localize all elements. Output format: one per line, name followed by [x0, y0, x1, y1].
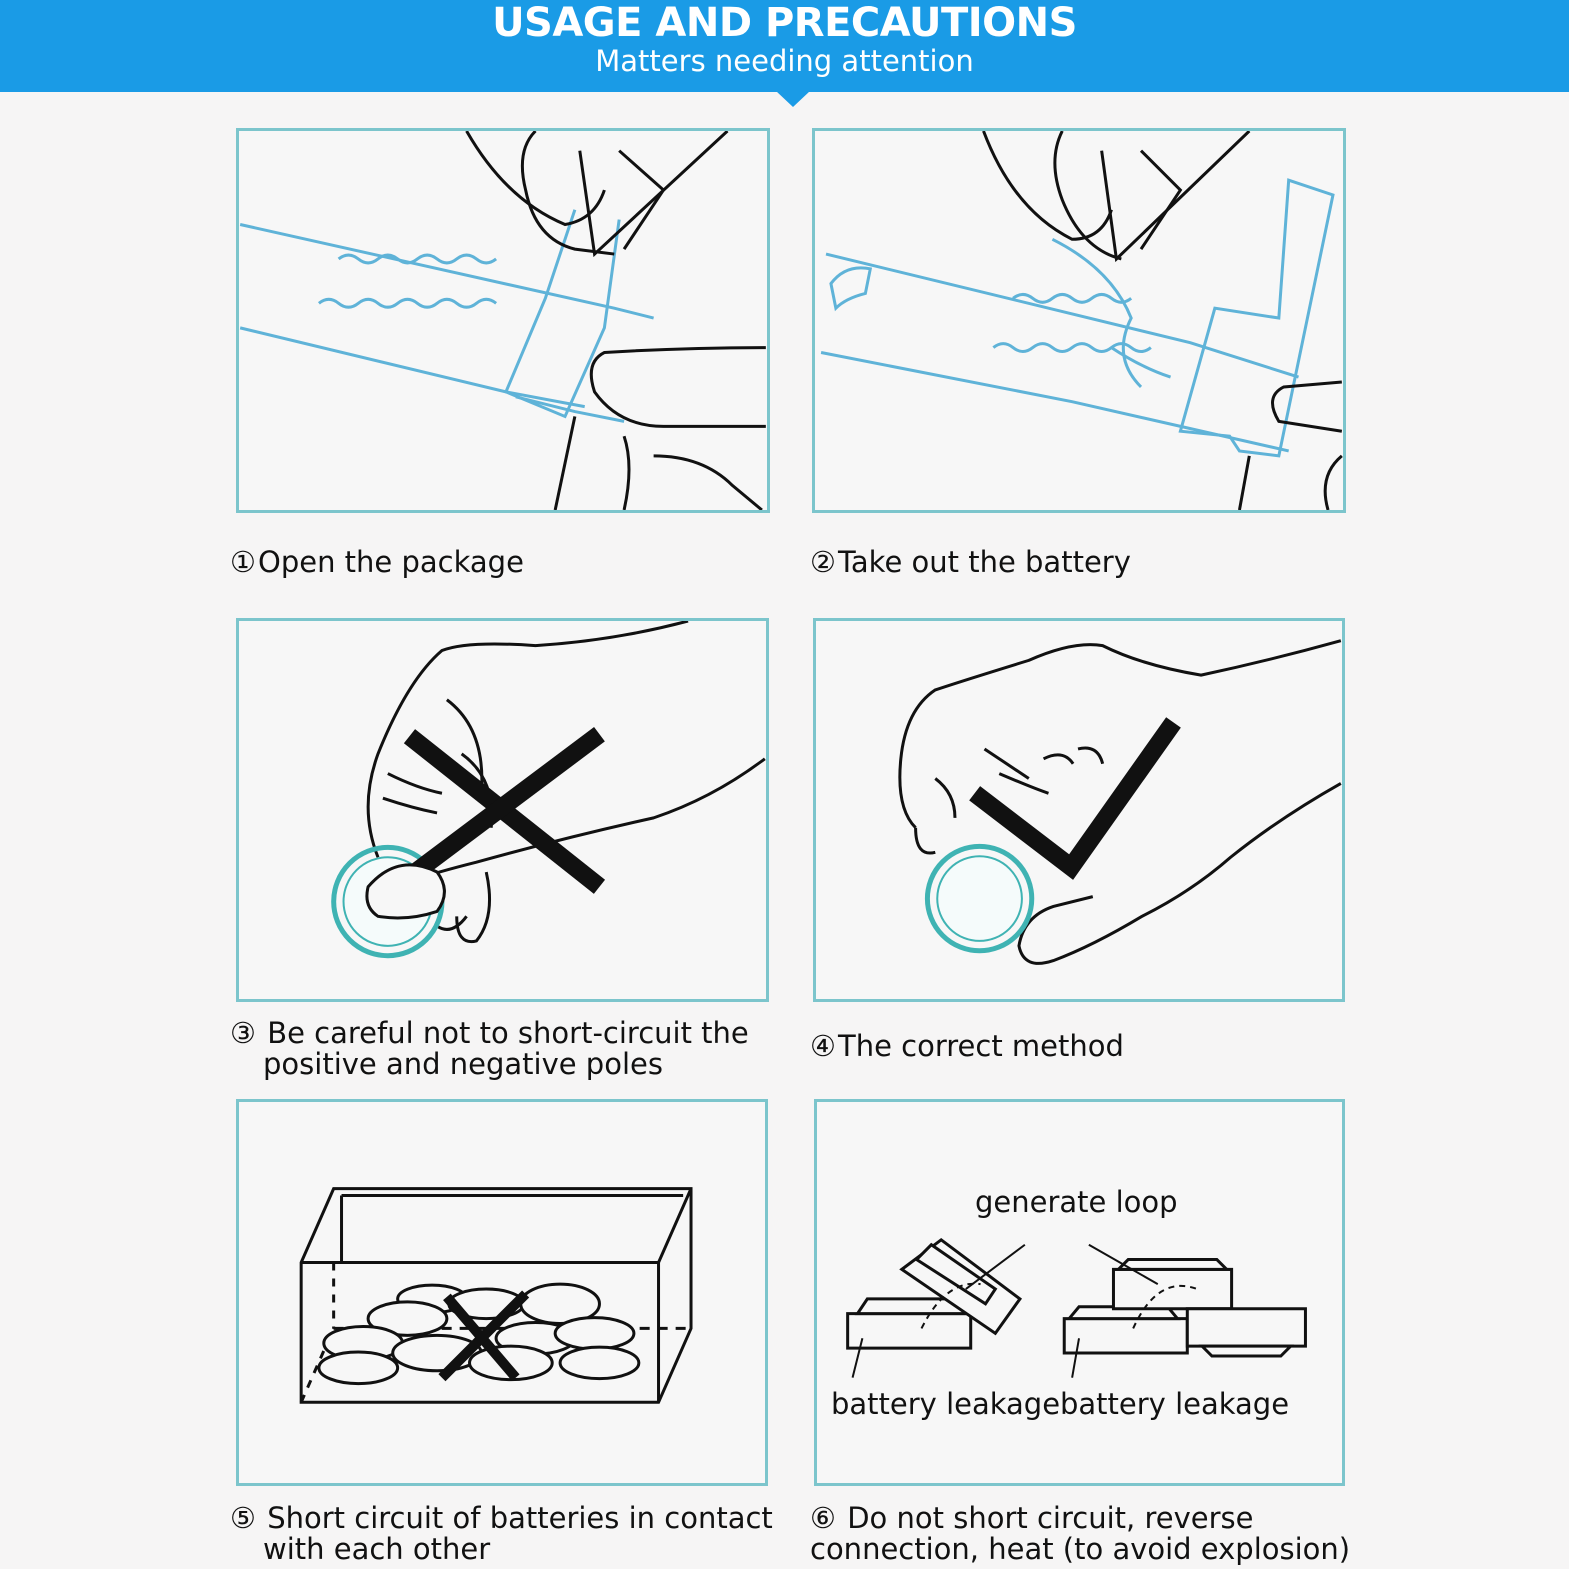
page-subtitle: Matters needing attention: [595, 44, 974, 78]
check-mark-icon: [975, 722, 1174, 867]
correct-method-illustration: [816, 621, 1342, 999]
battery-leakage-left-label: battery leakage: [831, 1387, 1061, 1421]
wrong-cross-stroke-2: [442, 1294, 526, 1378]
step-6-caption: ⑥ Do not short circuit, reverse connecti…: [810, 1501, 1351, 1566]
panel-do-not-short-circuit: generate loop battery leakage battery le…: [814, 1099, 1345, 1486]
step-5-caption: ⑤ Short circuit of batteries in contact …: [230, 1501, 773, 1566]
header-banner: USAGE AND PRECAUTIONS Matters needing at…: [0, 0, 1569, 92]
panel-take-out-battery: [812, 128, 1346, 513]
panel-batteries-in-contact: [236, 1099, 768, 1486]
panel-correct-method: [813, 618, 1345, 1002]
short-circuit-diagram: [817, 1102, 1342, 1483]
open-package-illustration: [239, 131, 767, 510]
banner-pointer: [776, 91, 810, 107]
panel-open-package: [236, 128, 770, 513]
step-1-caption: ①Open the package: [230, 545, 524, 579]
step-4-caption: ④The correct method: [810, 1029, 1124, 1063]
wrong-grip-illustration: [239, 621, 766, 999]
wrong-cross-stroke-2: [403, 734, 600, 882]
page-title: USAGE AND PRECAUTIONS: [492, 0, 1077, 46]
battery-leakage-right-label: battery leakage: [1060, 1387, 1290, 1421]
batteries-in-box-illustration: [239, 1102, 765, 1483]
panel-wrong-grip: [236, 618, 769, 1002]
step-2-caption: ②Take out the battery: [810, 545, 1131, 579]
take-out-battery-illustration: [815, 131, 1343, 510]
generate-loop-label: generate loop: [975, 1185, 1178, 1219]
step-3-caption: ③ Be careful not to short-circuit the po…: [230, 1016, 749, 1081]
